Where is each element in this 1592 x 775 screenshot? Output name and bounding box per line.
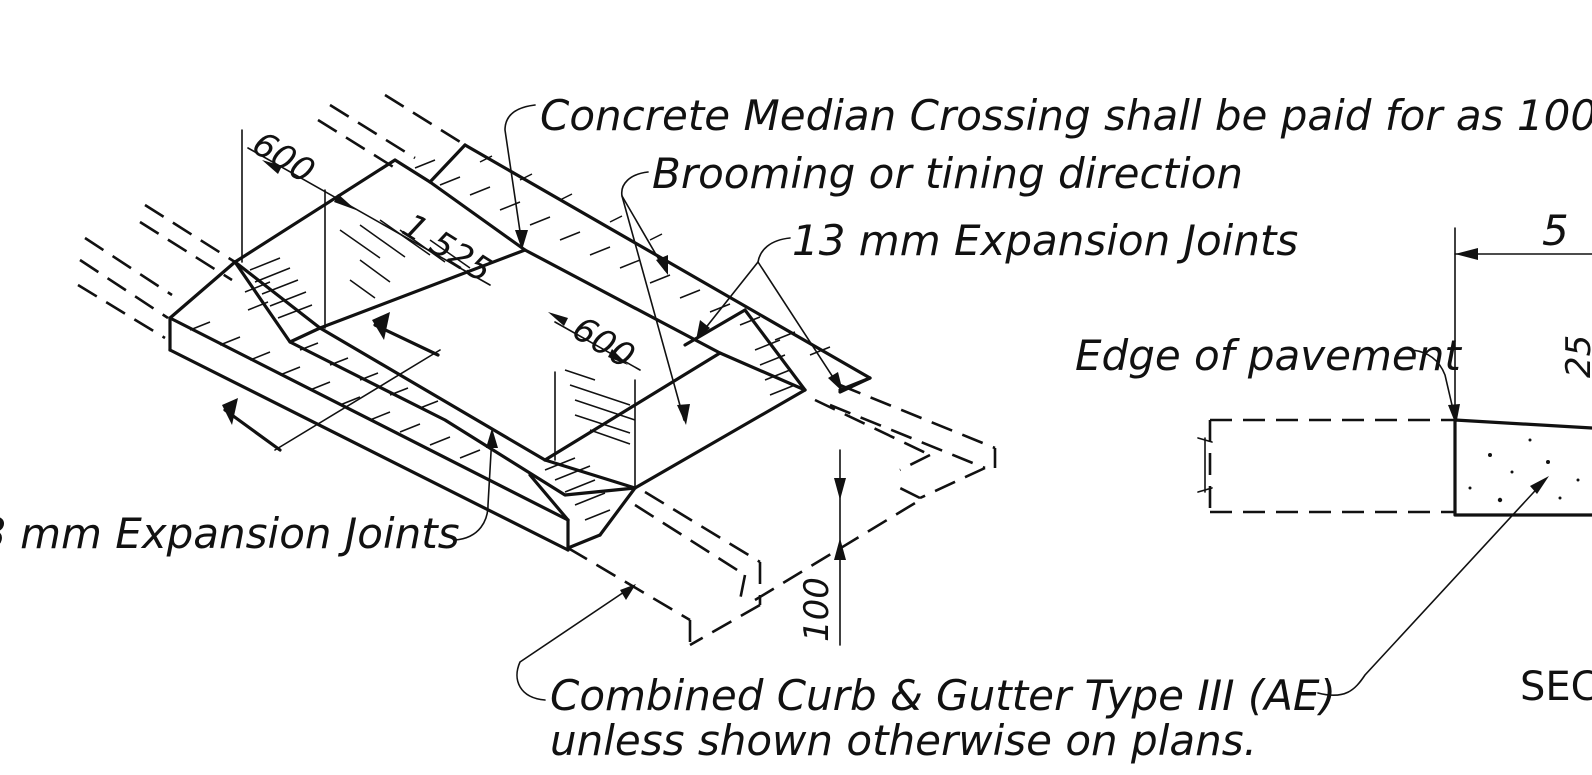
dashed-curb-lines-upper-left [77, 93, 466, 340]
leader-lines [454, 104, 1549, 701]
dim-section-right: 25 [1559, 335, 1592, 378]
section-title-label: SEC [1520, 664, 1592, 710]
curb-gutter-label-line1: Combined Curb & Gutter Type III (AE) [550, 671, 1336, 720]
brooming-note: Brooming or tining direction [652, 149, 1243, 198]
concrete-stipple [1468, 438, 1580, 503]
section-cut-arrows [222, 312, 441, 452]
isometric-detail [77, 93, 1549, 701]
crossing-slab-outline [168, 143, 872, 552]
dim-top-left-600: 600 [245, 124, 321, 192]
expansion-joints-right-label: 13 mm Expansion Joints [792, 216, 1298, 265]
hatching [189, 155, 831, 521]
annotations: Concrete Median Crossing shall be paid f… [0, 91, 1592, 765]
dashed-curb-lines-lower-right [567, 383, 997, 647]
edge-of-pavement-label: Edge of pavement [1075, 331, 1462, 380]
dim-section-top: 5 [1542, 206, 1569, 255]
median-crossing-note: Concrete Median Crossing shall be paid f… [540, 91, 1592, 140]
dimension-lines [241, 129, 846, 646]
section-detail [1197, 227, 1592, 517]
dim-top-right-600: 600 [565, 309, 641, 377]
dim-height-100: 100 [797, 577, 837, 642]
expansion-joints-left-label: 3 mm Expansion Joints [0, 509, 460, 558]
curb-gutter-label-line2: unless shown otherwise on plans. [550, 716, 1257, 765]
